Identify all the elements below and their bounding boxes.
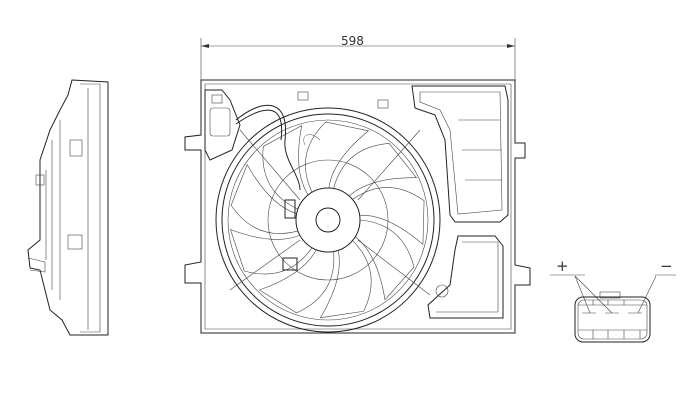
fan-blade xyxy=(319,240,372,319)
fan-blade xyxy=(258,249,335,314)
negative-terminal-label: − xyxy=(660,257,673,275)
fan-blade xyxy=(230,163,299,234)
fan-blade xyxy=(352,187,425,246)
fan-blade xyxy=(355,219,415,301)
fan xyxy=(215,104,449,333)
positive-terminal-label: + xyxy=(556,257,569,275)
fan-blade xyxy=(333,143,418,197)
shroud-frame xyxy=(184,79,531,334)
side-view xyxy=(27,79,109,336)
width-dimension-label: 598 xyxy=(341,34,364,48)
electrical-connector xyxy=(550,274,676,343)
fan-blade xyxy=(229,229,313,275)
fan-blade xyxy=(305,121,370,193)
width-dimension xyxy=(200,38,516,80)
fan-blade xyxy=(262,125,309,210)
